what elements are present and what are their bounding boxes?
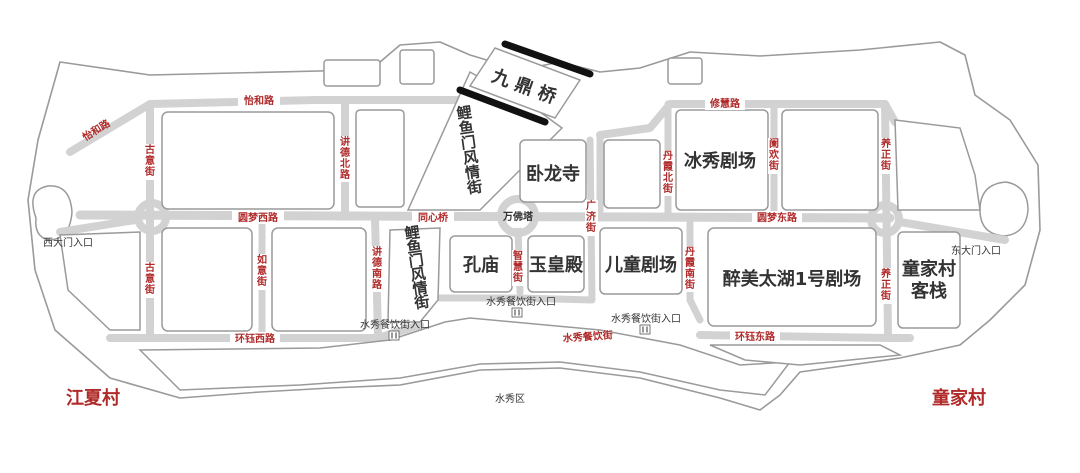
west-lobe — [32, 185, 73, 241]
road-east-gate — [896, 218, 1009, 244]
road-label-guangji: 广济街 — [585, 199, 597, 234]
road-west-gate — [56, 216, 139, 236]
road-label-guyi-north: 古意街 — [144, 143, 155, 178]
block-children — [599, 227, 683, 295]
road-label-tongxin-bridge: 同心桥 — [418, 211, 449, 224]
road-label-huanyu-west: 环钰西路 — [235, 332, 276, 345]
block-nw-2 — [399, 49, 435, 85]
road-label-huanyu-east: 环钰东路 — [735, 330, 776, 343]
zuimei-taihu-theatre-label: 醉美太湖1号剧场 — [723, 268, 862, 290]
food-street-entrance-1-label[interactable]: 水秀餐饮街入口 — [360, 318, 430, 331]
road-labels: 怡和路 怡和路 修慧路 圆梦西路 圆梦东路 同心桥 环钰西路 环钰东路 水秀餐饮… — [80, 94, 893, 345]
jade-emperor-hall-label: 玉皇殿 — [529, 254, 584, 276]
bingxiu-theatre-label: 冰秀剧场 — [684, 150, 756, 172]
tongjia-village-label: 童家村 — [932, 387, 986, 409]
liyumen-north-label: 鲤鱼门风情街 — [455, 103, 484, 197]
children-theatre-label: 儿童剧场 — [604, 254, 677, 276]
block-f — [161, 227, 253, 332]
block-a — [161, 111, 335, 210]
liyumen-south-label: 鲤鱼门风情街 — [403, 223, 431, 312]
wanfo-pagoda-label: 万佛塔 — [502, 210, 534, 223]
block-c — [603, 139, 661, 209]
jiangxia-village-label: 江夏村 — [66, 387, 120, 409]
confucius-temple-label: 孔庙 — [463, 254, 499, 276]
road-label-yangzheng-south: 养正街 — [880, 267, 892, 302]
road-label-yuanmeng-west: 圆梦西路 — [238, 211, 279, 224]
roundabout-west — [134, 199, 170, 235]
block-yuhuang — [527, 235, 585, 293]
block-west-gate — [59, 231, 141, 331]
block-tongjia — [897, 231, 961, 329]
wanfo-pagoda-marker — [506, 204, 530, 228]
roundabout-wanfo — [497, 195, 539, 237]
block-liyumen-south — [387, 227, 441, 323]
road-label-yuanmeng-east: 圆梦东路 — [757, 211, 798, 224]
road-huanyu-west — [106, 321, 424, 342]
road-yihe-diag — [66, 100, 154, 156]
road-label-yangzheng-north: 养正街 — [880, 137, 892, 172]
east-gate-label[interactable]: 东大门入口 — [951, 244, 1001, 257]
road-label-danxia-south: 丹霞南街 — [684, 246, 696, 291]
food-street-entrance-3-label[interactable]: 水秀餐饮街入口 — [611, 312, 681, 325]
block-b — [355, 109, 405, 208]
fork-knife-icon — [639, 324, 651, 335]
road-label-danxia-north: 丹霞北街 — [662, 150, 674, 195]
block-wolong — [519, 139, 587, 203]
road-label-jiangde-south: 讲德南路 — [371, 245, 383, 291]
block-g — [271, 227, 367, 332]
east-lobe — [979, 181, 1029, 237]
road-label-ruyi: 如意街 — [256, 253, 267, 288]
road-yihe — [146, 96, 464, 108]
block-ne-1 — [667, 57, 703, 85]
block-d — [781, 109, 879, 211]
block-e — [894, 119, 981, 211]
road-label-zhihui: 智慧街 — [512, 249, 523, 284]
road-label-yihe: 怡和路 — [244, 94, 275, 107]
wolong-temple-label: 卧龙寺 — [526, 163, 580, 185]
shuixiu-district-label: 水秀区 — [495, 393, 525, 405]
road-label-jiangde-north: 讲德北路 — [339, 135, 351, 181]
shuixiu-district-area — [138, 317, 792, 396]
road-label-guyi-south: 古意街 — [144, 261, 155, 296]
fork-knife-icon — [511, 307, 523, 318]
road-label-shuixiu-food-street: 水秀餐饮街 — [561, 328, 613, 345]
west-gate-label[interactable]: 西大门入口 — [43, 236, 93, 249]
road-label-xiuhui: 修慧路 — [709, 97, 741, 110]
roundabout-east — [867, 201, 903, 237]
food-street-entrance-2-label[interactable]: 水秀餐饮街入口 — [486, 295, 556, 308]
block-se — [709, 344, 903, 366]
block-nw-1 — [323, 59, 381, 87]
block-zuimei — [707, 227, 877, 327]
road-label-lanhuan: 阑欢街 — [768, 137, 780, 172]
tongjia-inn-label: 童家村客栈 — [902, 258, 956, 302]
fork-knife-icon — [388, 330, 400, 341]
